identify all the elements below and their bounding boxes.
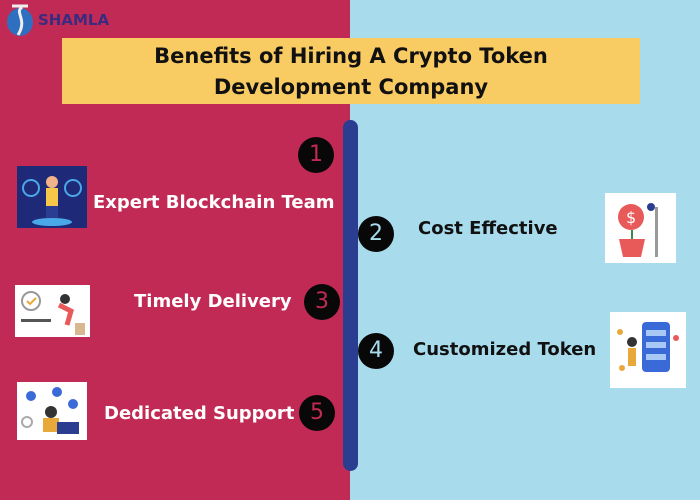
logo: SHAMLA <box>4 3 109 37</box>
number-badge-3: 3 <box>304 284 340 320</box>
benefit-label-5: Dedicated Support <box>104 403 295 424</box>
page-title: Benefits of Hiring A Crypto Token Develo… <box>62 38 640 104</box>
cost-effective-image: $ <box>605 193 676 263</box>
timely-delivery-image <box>15 285 90 337</box>
dedicated-support-image <box>17 382 87 440</box>
svg-text:$: $ <box>626 208 636 227</box>
customized-token-image <box>610 312 686 388</box>
logo-text: SHAMLA <box>38 11 110 29</box>
timeline-bar <box>343 120 358 471</box>
number-badge-2: 2 <box>358 216 394 252</box>
title-line-2: Development Company <box>213 75 489 99</box>
number-badge-5: 5 <box>299 395 335 431</box>
benefit-label-4: Customized Token <box>413 339 597 360</box>
blockchain-team-image <box>17 166 87 228</box>
logo-icon <box>7 4 33 36</box>
benefit-label-3: Timely Delivery <box>134 291 292 312</box>
benefit-label-1: Expert Blockchain Team <box>93 192 335 213</box>
number-badge-1: 1 <box>298 137 334 173</box>
benefit-label-2: Cost Effective <box>418 218 558 239</box>
title-line-1: Benefits of Hiring A Crypto Token <box>154 44 548 68</box>
number-badge-4: 4 <box>358 333 394 369</box>
